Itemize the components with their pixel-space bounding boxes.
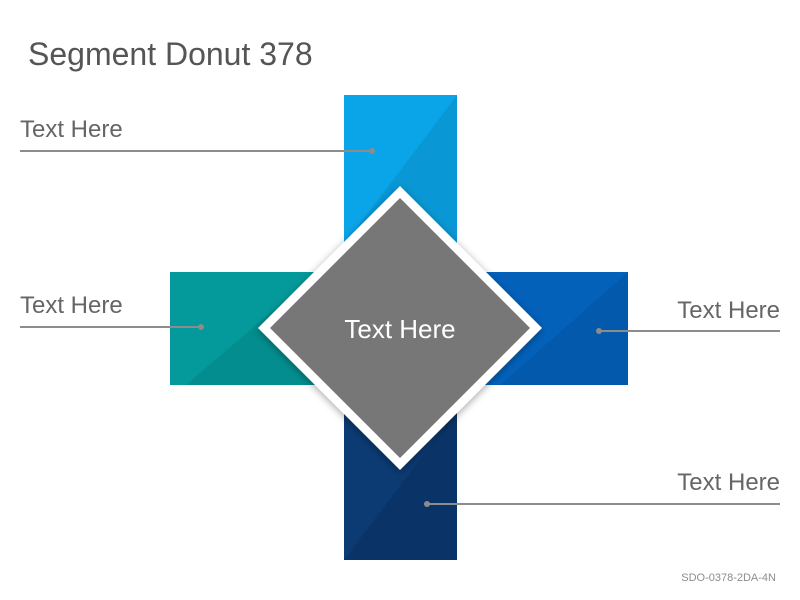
page-title: Segment Donut 378 — [28, 36, 313, 72]
leader-dot-top — [369, 148, 375, 154]
segment-right-shade — [500, 272, 628, 385]
callout-label-bottom: Text Here — [677, 469, 780, 496]
callout-label-right: Text Here — [677, 297, 780, 324]
callout-label-left: Text Here — [20, 292, 123, 319]
leader-dot-bottom — [424, 501, 430, 507]
segment-bottom-shade — [344, 410, 457, 560]
leader-dot-right — [596, 328, 602, 334]
center-diamond — [270, 198, 530, 458]
center-label: Text Here — [344, 314, 455, 344]
footer-code: SDO-0378-2DA-4N — [681, 572, 776, 584]
leader-dot-left — [198, 324, 204, 330]
callout-label-top: Text Here — [20, 116, 123, 143]
segment-left-shade — [186, 272, 318, 385]
segment-top-shade — [344, 95, 457, 245]
